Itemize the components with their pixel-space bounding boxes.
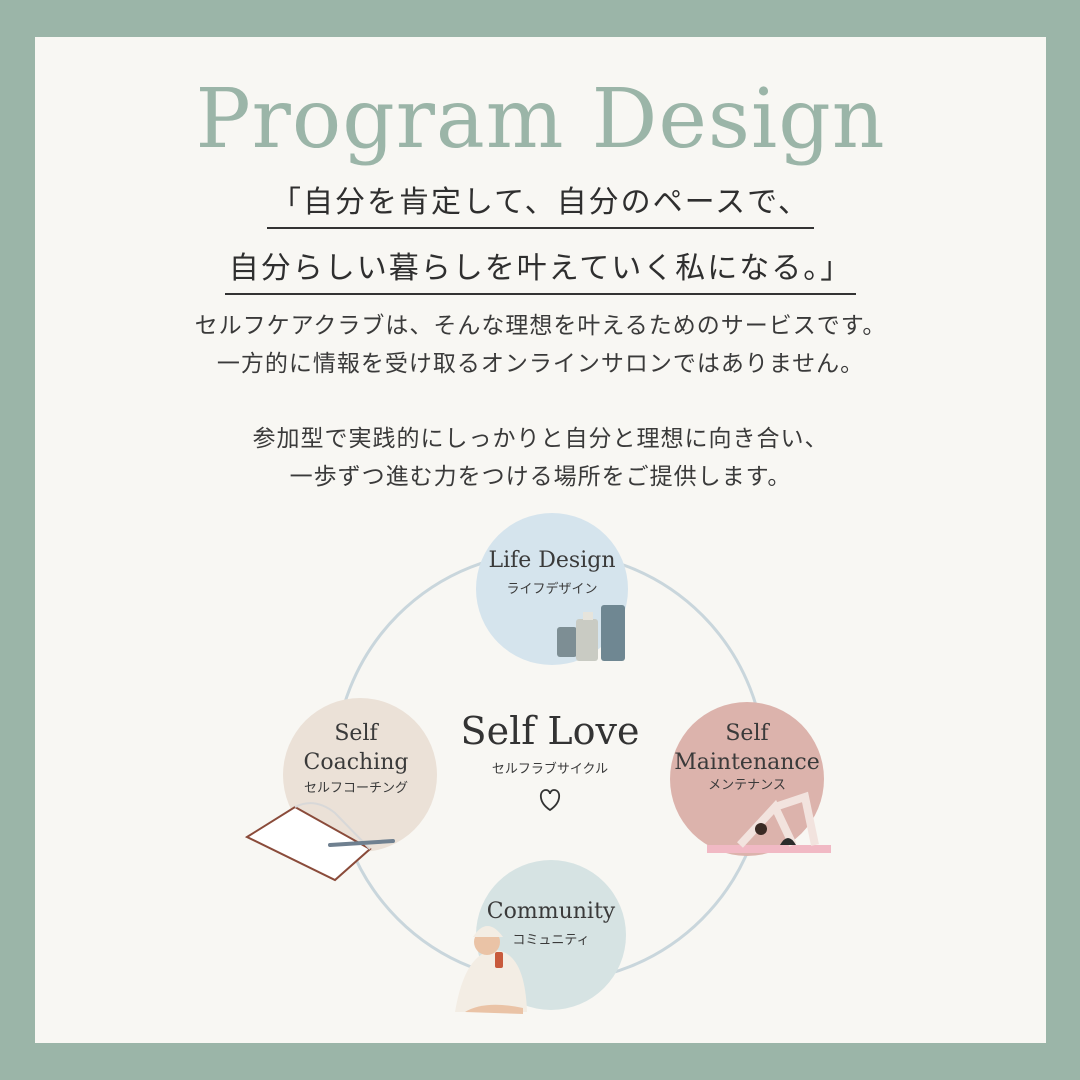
intro-paragraph: セルフケアクラブは、そんな理想を叶えるためのサービスです。 一方的に情報を受け取… xyxy=(35,307,1046,383)
yoga-pose-icon xyxy=(707,791,831,853)
quote-line-2: 自分らしい暮らしを叶えていく私になる。」 xyxy=(224,243,857,295)
life-design-title: Life Design xyxy=(488,548,615,573)
community-subtitle: コミュニティ xyxy=(512,933,589,948)
heart-icon xyxy=(539,789,561,812)
self-maintenance-title-2: Maintenance xyxy=(674,750,820,775)
life-design-subtitle: ライフデザイン xyxy=(506,581,597,597)
node-life-design: Life Design ライフデザイン xyxy=(476,513,628,665)
self-love-cycle-diagram: Life Design ライフデザイン Self Maintenance メンテ… xyxy=(244,513,831,1014)
center-subtitle: セルフラブサイクル xyxy=(492,761,608,777)
selfie-woman-icon xyxy=(455,926,527,1014)
node-self-maintenance: Self Maintenance メンテナンス xyxy=(670,702,831,856)
open-book-pen-icon xyxy=(244,802,395,882)
candles-icon xyxy=(557,605,625,661)
node-self-coaching: Self Coaching セルフコーチング xyxy=(244,698,437,882)
self-maintenance-subtitle: メンテナンス xyxy=(708,778,786,793)
tagline-quote: 「自分を肯定して、自分のペースで、 自分らしい暮らしを叶えていく私になる。」 xyxy=(35,177,1046,309)
page-title: Program Design xyxy=(195,72,886,167)
cycle-center: Self Love セルフラブサイクル xyxy=(461,709,640,812)
center-title: Self Love xyxy=(461,709,640,753)
mission-paragraph: 参加型で実践的にしっかりと自分と理想に向き合い、 一歩ずつ進む力をつける場所をご… xyxy=(35,420,1046,496)
self-coaching-title-2: Coaching xyxy=(304,750,409,775)
intro-line-2: 一方的に情報を受け取るオンラインサロンではありません。 xyxy=(216,351,865,377)
mission-line-2: 一歩ずつ進む力をつける場所をご提供します。 xyxy=(289,464,792,490)
self-maintenance-circle xyxy=(670,702,824,856)
self-coaching-subtitle: セルフコーチング xyxy=(304,781,408,796)
community-title: Community xyxy=(487,899,616,924)
self-maintenance-title-1: Self xyxy=(725,721,770,746)
intro-line-1: セルフケアクラブは、そんな理想を叶えるためのサービスです。 xyxy=(194,313,887,339)
node-community: Community コミュニティ xyxy=(455,860,626,1014)
quote-line-1: 「自分を肯定して、自分のペースで、 xyxy=(267,177,814,229)
mission-line-1: 参加型で実践的にしっかりと自分と理想に向き合い、 xyxy=(252,426,829,452)
self-coaching-title-1: Self xyxy=(334,721,379,746)
self-coaching-circle xyxy=(283,698,437,852)
content-card: Program Design 「自分を肯定して、自分のペースで、 自分らしい暮ら… xyxy=(35,37,1046,1043)
